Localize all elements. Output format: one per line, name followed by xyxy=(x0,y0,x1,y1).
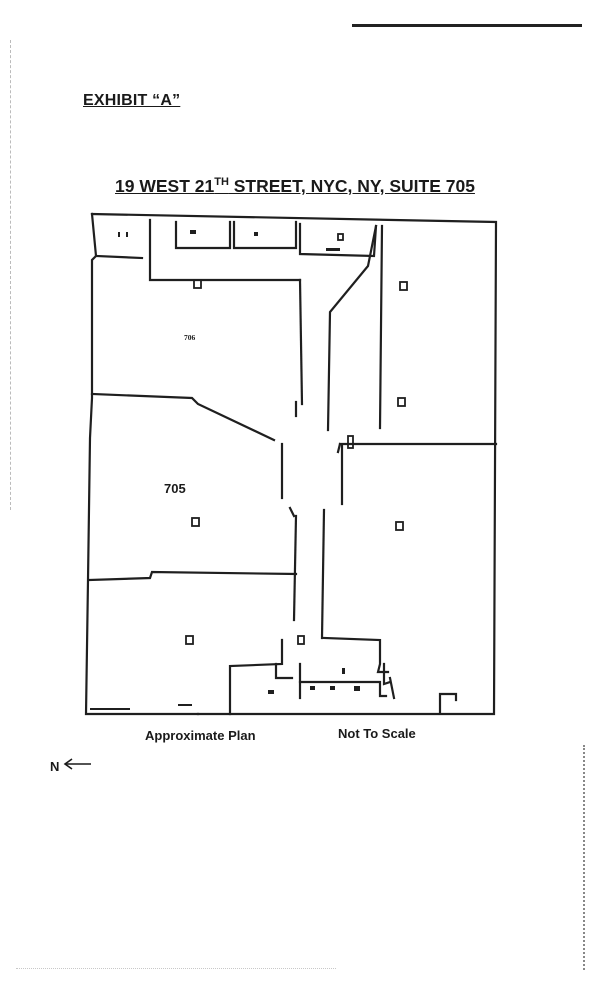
column-marker xyxy=(337,233,344,241)
scan-edge-mark xyxy=(16,968,336,971)
column-marker xyxy=(193,279,202,289)
fixture-mark xyxy=(126,232,128,237)
fixture-mark xyxy=(310,686,315,690)
fixture-mark xyxy=(268,690,274,694)
suite-706-wall xyxy=(298,278,304,406)
lower-room-wall xyxy=(228,638,284,716)
scan-edge-mark xyxy=(10,40,12,510)
service-room-wall xyxy=(94,254,144,260)
lower-room-wall xyxy=(274,662,294,680)
arrow-left-icon xyxy=(62,757,92,775)
fixture-mark xyxy=(354,686,360,691)
column-marker xyxy=(297,635,305,645)
not-to-scale-caption: Not To Scale xyxy=(338,726,416,741)
fixture-mark xyxy=(342,668,345,674)
corridor-wall xyxy=(336,442,342,454)
address-superscript: TH xyxy=(214,176,229,189)
exhibit-title: EXHIBIT “A” xyxy=(83,92,181,109)
address-title: 19 WEST 21TH STREET, NYC, NY, SUITE 705 xyxy=(115,176,475,197)
column-marker xyxy=(395,521,404,531)
room-label-705: 705 xyxy=(164,481,186,496)
north-letter: N xyxy=(50,758,60,774)
fixture-mark xyxy=(254,232,258,236)
north-indicator: N xyxy=(50,757,92,775)
lower-room-wall xyxy=(388,676,396,700)
service-room-wall xyxy=(148,218,302,282)
service-room-wall xyxy=(298,222,378,258)
suite-706-wall xyxy=(90,392,276,442)
fixture-mark xyxy=(90,708,130,710)
fixture-mark xyxy=(326,248,340,251)
suite-705-wall xyxy=(292,514,298,622)
corridor-wall xyxy=(326,224,378,432)
scan-edge-mark xyxy=(583,745,587,970)
top-rule xyxy=(352,24,582,27)
fixture-mark xyxy=(178,704,192,706)
corridor-wall xyxy=(378,224,384,430)
column-marker xyxy=(399,281,408,291)
column-marker xyxy=(185,635,194,645)
fixture-mark xyxy=(118,232,120,237)
fixture-mark xyxy=(330,686,335,690)
address-prefix: 19 WEST 21 xyxy=(115,176,215,196)
room-label-706: 706 xyxy=(184,333,196,342)
lower-room-wall xyxy=(298,662,388,698)
floor-plan-drawing: 706 705 xyxy=(84,212,498,716)
column-marker xyxy=(191,517,200,527)
lower-room-wall xyxy=(382,662,392,686)
address-suffix: STREET, NYC, NY, SUITE 705 xyxy=(228,176,475,196)
outer-wall xyxy=(90,212,498,716)
outer-wall xyxy=(84,212,200,716)
suite-705-wall xyxy=(320,508,326,640)
approximate-plan-caption: Approximate Plan xyxy=(145,728,256,743)
column-marker xyxy=(347,435,354,449)
lower-room-wall xyxy=(322,636,390,674)
column-marker xyxy=(397,397,406,407)
service-room-wall xyxy=(174,220,232,250)
suite-705-wall xyxy=(88,570,298,582)
doorway-mark xyxy=(288,506,296,518)
fixture-mark xyxy=(190,230,196,234)
floor-plan: 706 705 xyxy=(78,208,510,724)
service-room-wall xyxy=(232,220,298,250)
